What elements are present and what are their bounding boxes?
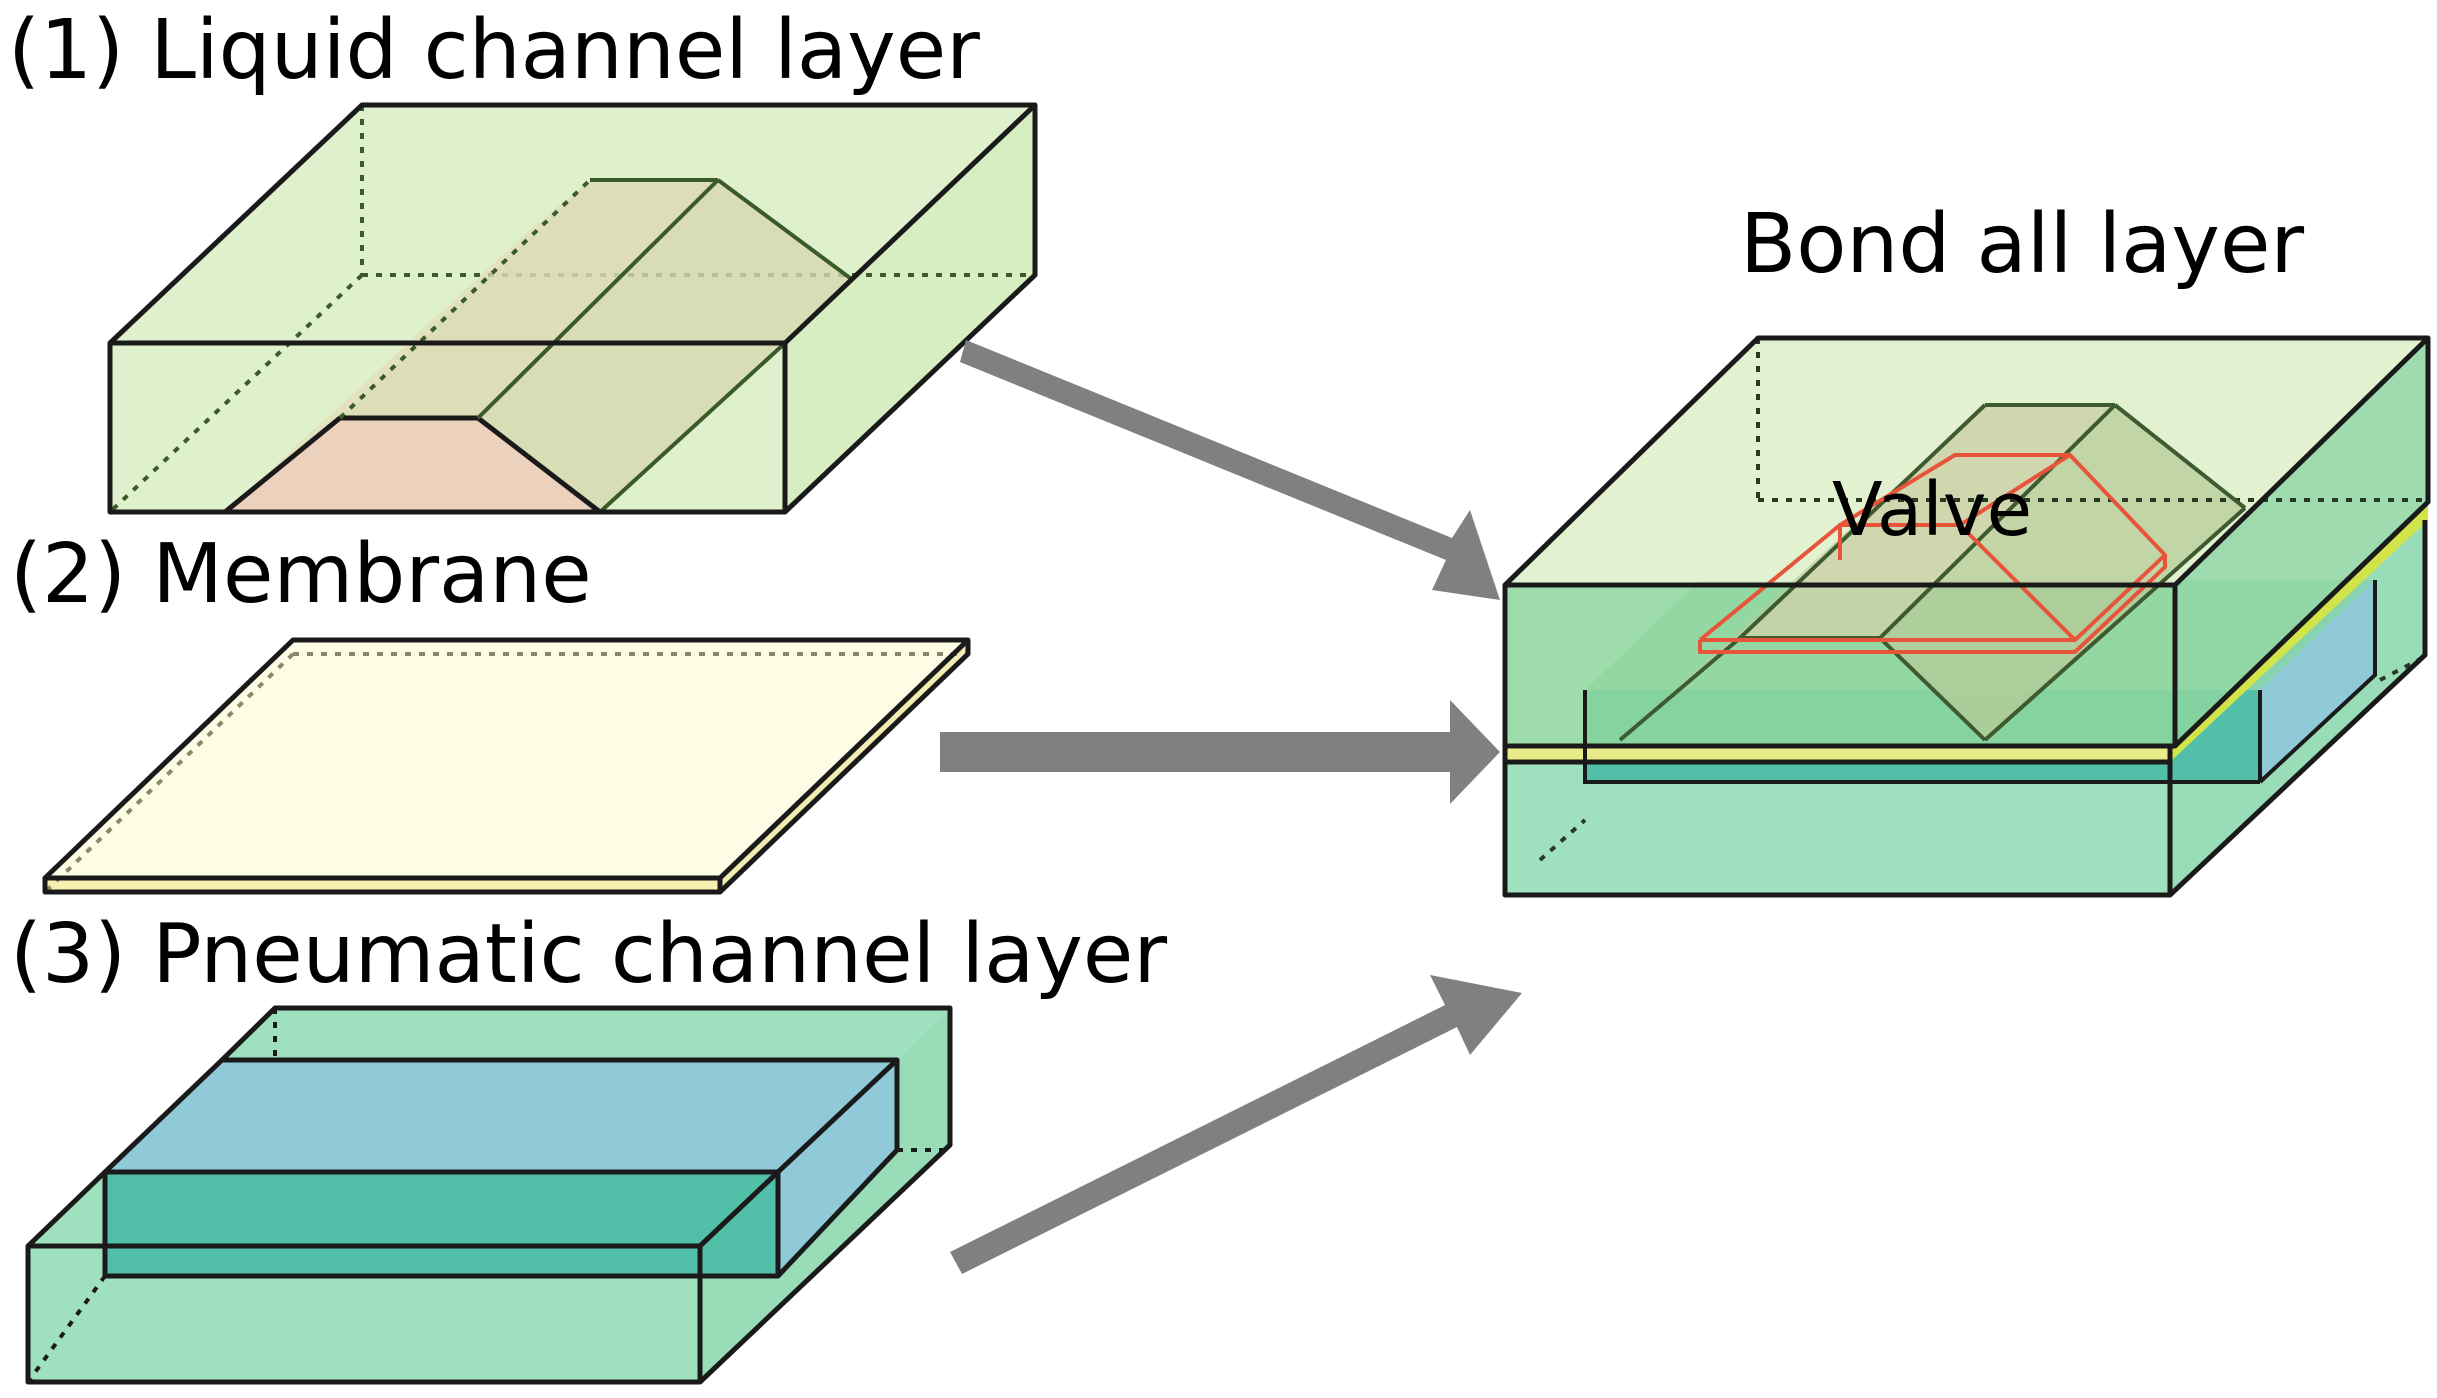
membrane-layer: [42, 637, 971, 895]
bonded-liquid-right: [2175, 338, 2428, 746]
liquid-layer-label: (1) Liquid channel layer: [8, 3, 980, 98]
bonded-pneumatic-channel-right: [2260, 580, 2375, 782]
arrow-membrane-to-bonded: [940, 700, 1500, 804]
liquid-channel-top: [340, 180, 718, 418]
bonded-assembly: [1502, 335, 2431, 898]
liquid-block-outline: [107, 102, 1038, 515]
liquid-channel-edges: [338, 178, 852, 514]
pneumatic-channel-outline: [102, 1057, 900, 1279]
bonded-liquid-channel-side: [1620, 405, 1985, 740]
valve-label: Valve: [1832, 467, 2032, 553]
assembly-arrows: [940, 340, 1522, 1274]
arrow-liquid-to-bonded: [960, 340, 1500, 600]
membrane-outline: [42, 637, 971, 895]
bond-label: Bond all layer: [1740, 197, 2304, 292]
bonded-liquid-channel-top: [1740, 405, 2115, 638]
membrane-hidden-edges: [43, 652, 968, 894]
pneumatic-layer-label: (3) Pneumatic channel layer: [10, 907, 1167, 1002]
liquid-channel-side: [225, 180, 590, 512]
membrane-front: [45, 878, 720, 892]
bonded-liquid-channel-slope: [1880, 405, 2245, 740]
arrow-pneumatic-to-bonded: [950, 975, 1522, 1274]
bonded-membrane-front: [1505, 746, 2170, 762]
pneumatic-block-front: [28, 1246, 700, 1382]
liquid-channel-layer: [107, 102, 1038, 515]
pneumatic-channel-layer: [25, 1005, 953, 1385]
pneumatic-block-outline: [25, 1005, 953, 1385]
bonded-pneumatic-channel-outline: [1583, 580, 2377, 784]
pneumatic-channel-right: [778, 1060, 897, 1276]
pneumatic-channel-front: [105, 1172, 778, 1276]
membrane-top: [45, 640, 968, 878]
liquid-channel-slope: [478, 180, 850, 512]
bonded-outline: [1502, 335, 2431, 898]
pneumatic-channel-top: [105, 1060, 897, 1172]
bonded-pneumatic-front: [1505, 762, 2170, 895]
membrane-label: (2) Membrane: [10, 527, 592, 622]
membrane-right: [720, 640, 968, 892]
liquid-block-right: [785, 105, 1035, 512]
